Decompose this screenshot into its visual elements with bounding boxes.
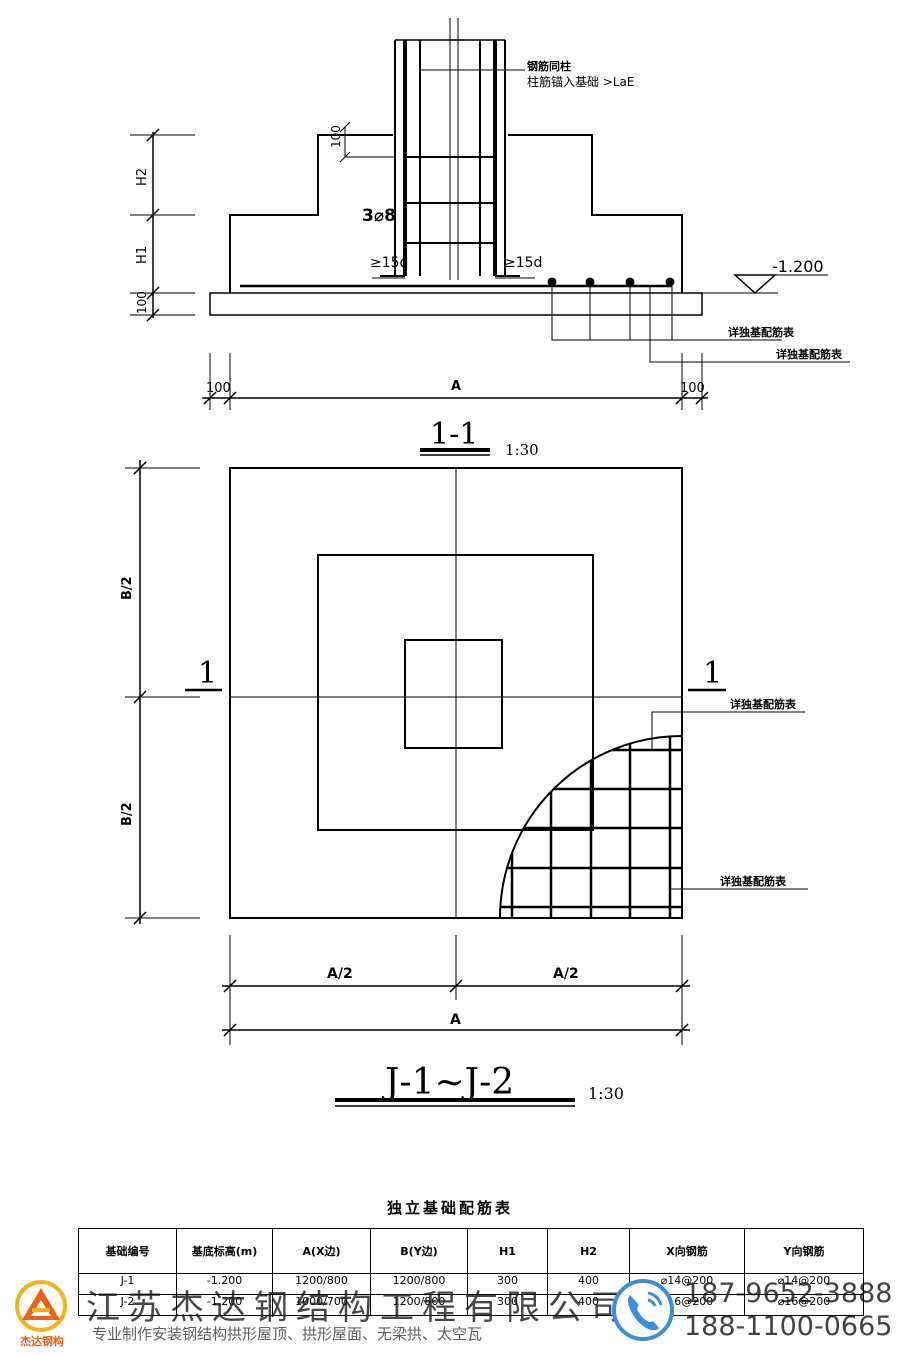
anchor-right: ≥15d xyxy=(504,255,542,271)
plan-scale: 1:30 xyxy=(588,1084,624,1103)
bedding-layer xyxy=(209,292,703,316)
company-slogan: 专业制作安装钢结构拱形屋顶、拱形屋面、无梁拱、太空瓦 xyxy=(92,1325,483,1343)
table-header: 基底标高(m) xyxy=(176,1228,273,1274)
ref-label-2: 详独基配筋表 xyxy=(776,347,843,361)
dim-100-left: 100 xyxy=(206,381,231,396)
table-cell: 300 xyxy=(467,1294,548,1316)
table-header: X向钢筋 xyxy=(629,1228,745,1274)
dim-100-base: 100 xyxy=(135,291,149,314)
table-title: 独立基础配筋表 xyxy=(386,1199,513,1217)
section-1-1 xyxy=(130,18,850,456)
table-header: H1 xyxy=(467,1228,548,1274)
phone-number-1: 187-9652-3888 xyxy=(684,1278,893,1309)
column-note-2: 柱筋锚入基础 >LaE xyxy=(527,74,635,89)
dim-a-plan: A xyxy=(450,1012,461,1028)
footing-outline xyxy=(229,134,393,293)
table-cell: 1000/700 xyxy=(272,1294,371,1316)
column-note-1: 钢筋同柱 xyxy=(527,59,571,73)
section-scale: 1:30 xyxy=(505,441,539,459)
table-header: 基础编号 xyxy=(78,1228,177,1274)
table-cell: -1.200 xyxy=(176,1273,273,1295)
plan-ref-label-2: 详独基配筋表 xyxy=(720,874,787,888)
table-cell: -1.200 xyxy=(176,1294,273,1316)
elevation-label: -1.200 xyxy=(772,257,824,276)
dim-h1: H1 xyxy=(135,246,150,264)
table-header-row: 基础编号 基底标高(m) A(X边) B(Y边) H1 H2 X向钢筋 Y向钢筋 xyxy=(78,1228,864,1274)
column-square xyxy=(404,639,503,749)
table-cell: ⌀16@200 xyxy=(744,1294,864,1316)
plan-ref-label-1: 详独基配筋表 xyxy=(730,697,797,711)
section-title: 1-1 xyxy=(430,417,478,452)
footing-outline-right xyxy=(508,134,683,293)
cut-label-right: 1 xyxy=(703,656,722,691)
phone-icon xyxy=(612,1279,674,1341)
table-cell: 300 xyxy=(467,1273,548,1295)
table-header: A(X边) xyxy=(272,1228,371,1274)
company-logo-icon xyxy=(15,1280,67,1332)
dim-100-right: 100 xyxy=(680,381,705,396)
phone-number-2: 188-1100-0665 xyxy=(684,1311,893,1342)
company-name: 江苏杰达钢结构工程有限公司 xyxy=(86,1288,632,1328)
table-cell: 1200/800 xyxy=(370,1273,468,1295)
cut-label-left: 1 xyxy=(198,656,217,691)
anchor-left: ≥15d xyxy=(370,255,408,271)
table-cell: J-2 xyxy=(78,1294,177,1316)
foundation-drawing: 钢筋同柱 柱筋锚入基础 >LaE 100 3⌀8 ≥15d ≥15d -1.20… xyxy=(120,18,850,1107)
dim-b2-top: B/2 xyxy=(120,576,135,600)
rebar-label: 3⌀8 xyxy=(362,206,396,226)
table-row: J-1 -1.200 1200/800 1200/800 300 400 ⌀14… xyxy=(78,1273,864,1295)
dim-a2-left: A/2 xyxy=(327,966,353,982)
logo-text: 杰达钢构 xyxy=(20,1335,64,1348)
dim-a-section: A xyxy=(451,379,461,394)
ref-label-1: 详独基配筋表 xyxy=(728,325,795,339)
plan-view xyxy=(125,460,808,1107)
dim-b2-bottom: B/2 xyxy=(120,802,135,826)
table-header: H2 xyxy=(547,1228,630,1274)
dim-100-top: 100 xyxy=(329,125,343,148)
plan-title: J-1~J-2 xyxy=(381,1062,514,1103)
dim-h2: H2 xyxy=(135,168,150,186)
table-cell: 1200/800 xyxy=(272,1273,371,1295)
dim-a2-right: A/2 xyxy=(553,966,579,982)
table-header: B(Y边) xyxy=(370,1228,468,1274)
table-header: Y向钢筋 xyxy=(744,1228,864,1274)
table-cell: 1200/800 xyxy=(370,1294,468,1316)
